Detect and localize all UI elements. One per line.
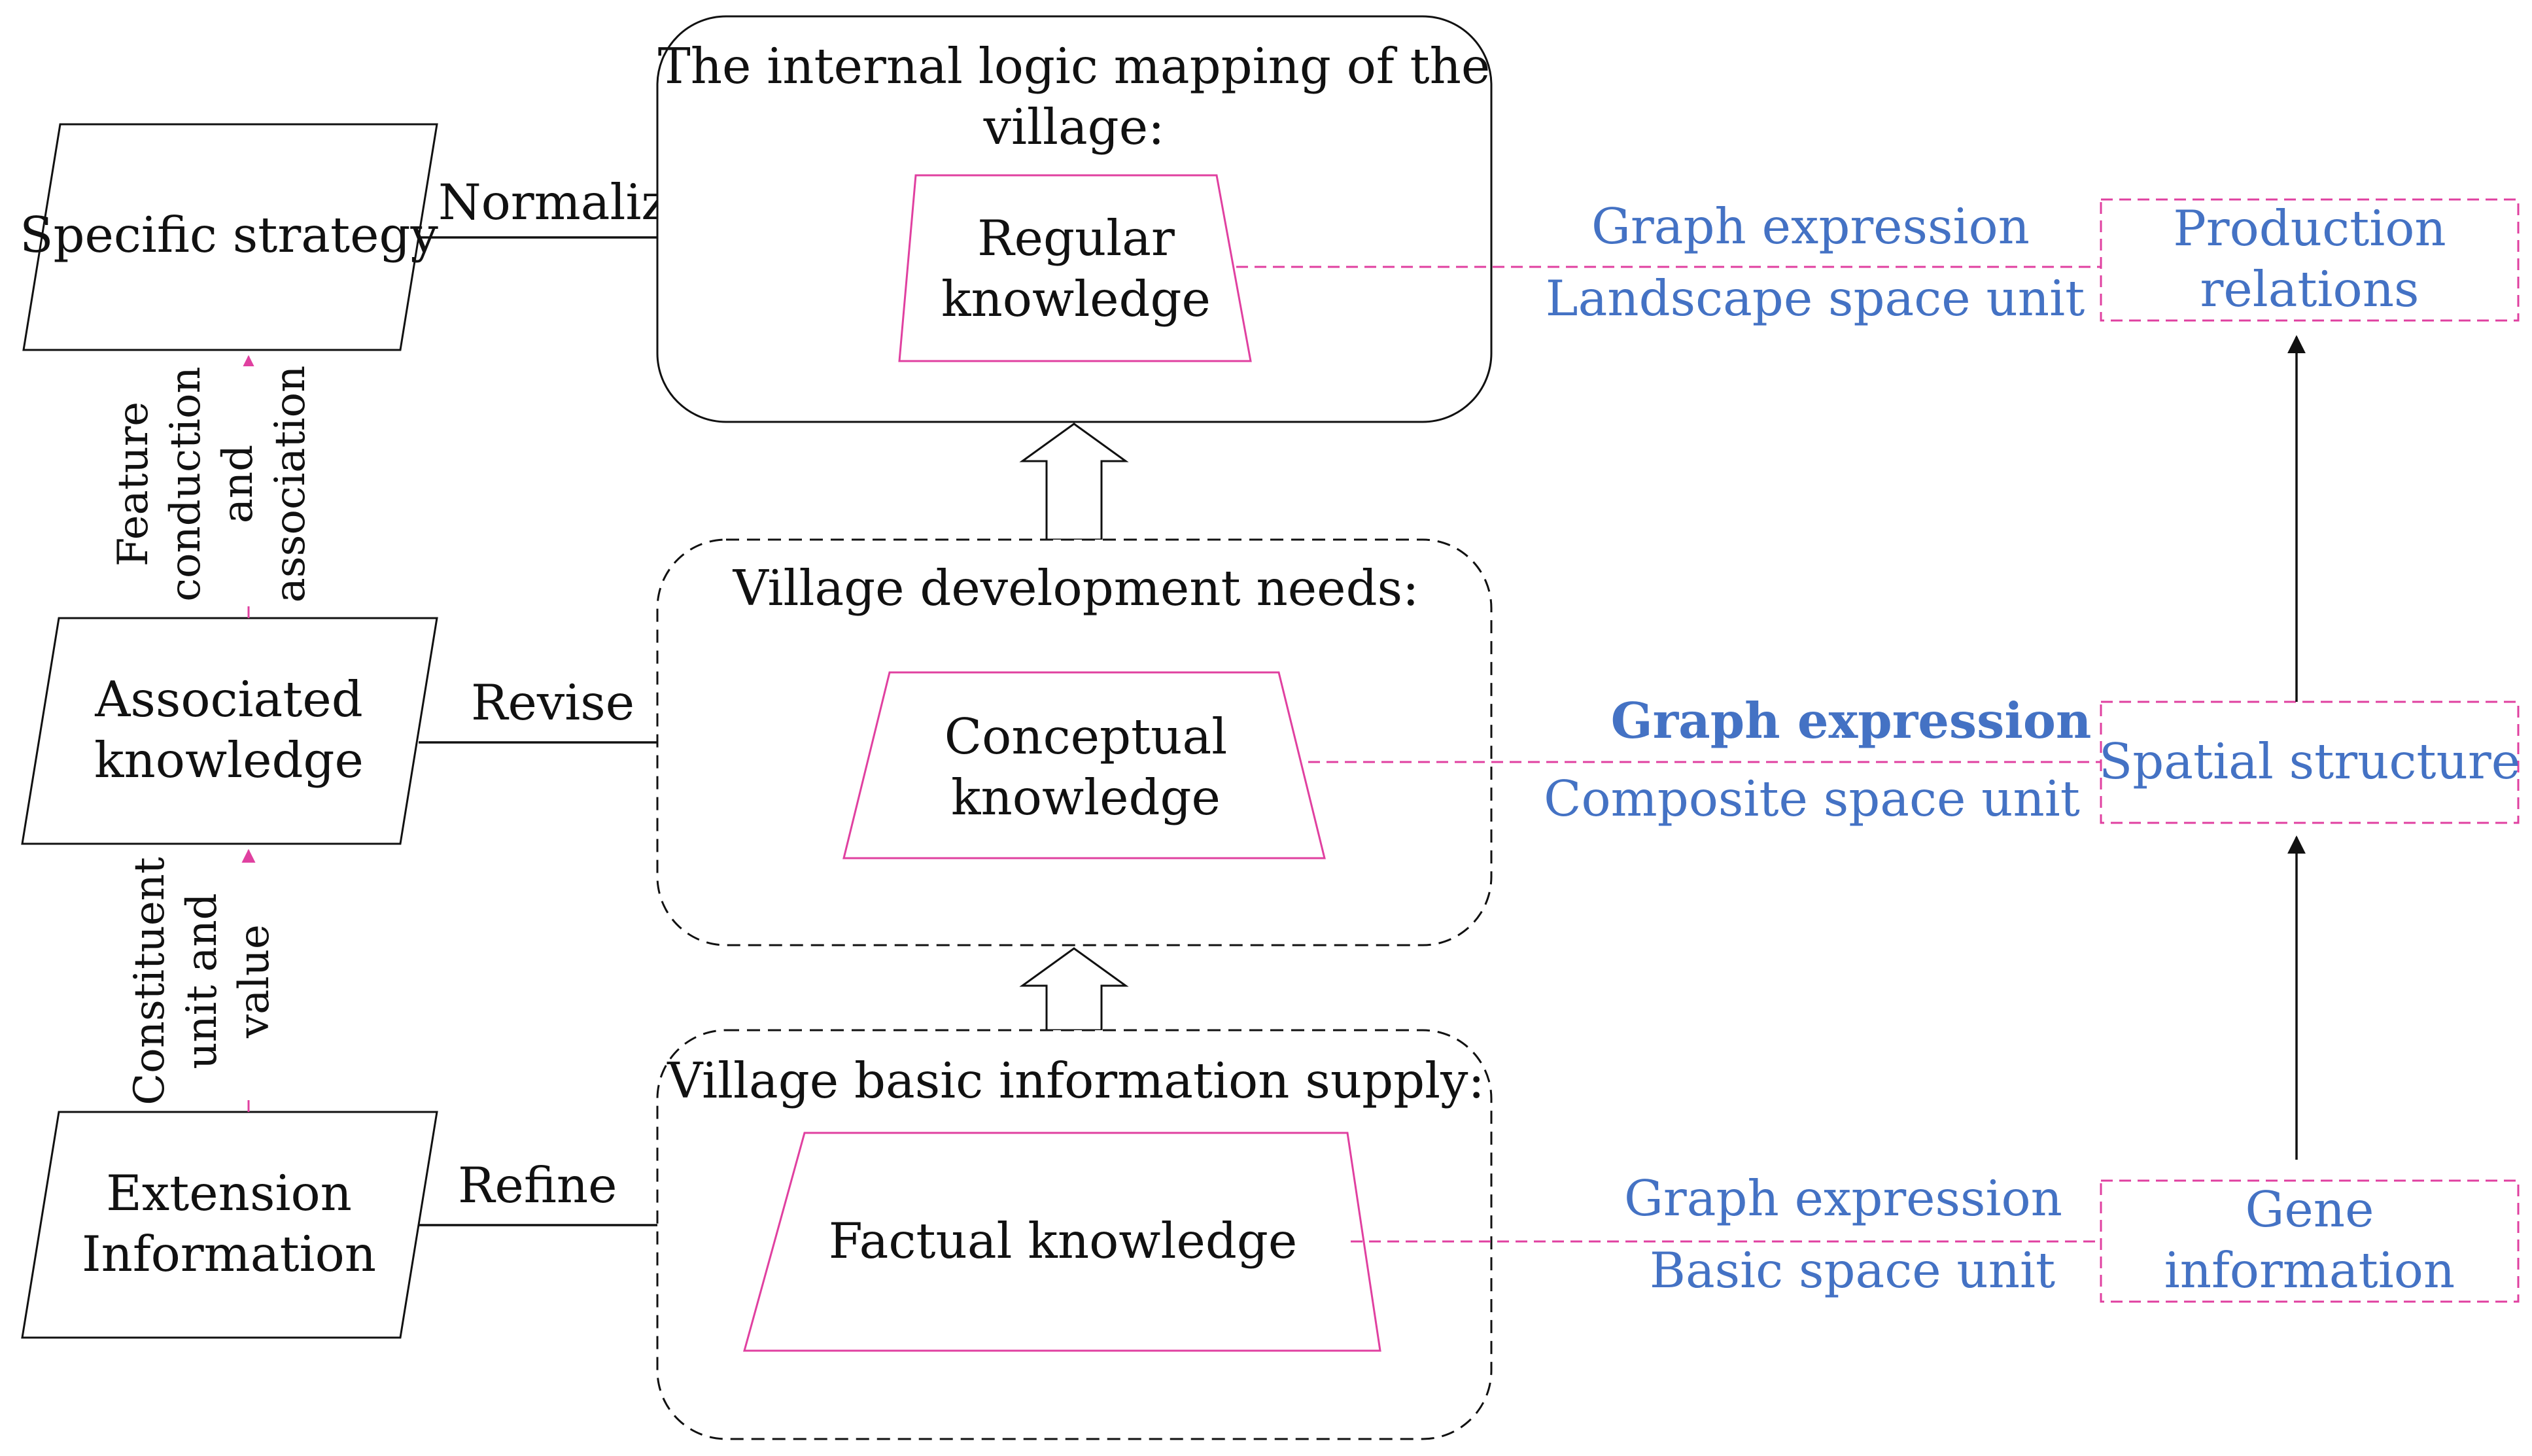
regular-knowledge-line1: Regular	[977, 209, 1175, 267]
associated-knowledge-node: Associated knowledge	[21, 617, 438, 845]
feature-link-label-line3: and	[214, 445, 262, 523]
feature-link-label-line4: association	[266, 366, 315, 603]
feature-link: Feature conduction and association	[109, 355, 321, 618]
hollow-arrow-upper	[1019, 423, 1129, 541]
connector-middle-line1: Graph expression	[1611, 692, 2092, 750]
spatial-structure-node: Spatial structure	[2099, 701, 2520, 824]
constituent-link: Constituent unit and value	[126, 848, 301, 1112]
specific-strategy-node: Specific strategy	[20, 123, 438, 351]
spatial-structure-label: Spatial structure	[2099, 733, 2520, 790]
connector-top: Graph expression Landscape space unit	[1236, 198, 2101, 327]
refine-label: Refine	[458, 1156, 617, 1214]
factual-knowledge-label: Factual knowledge	[829, 1212, 1298, 1270]
gene-information-line2: information	[2164, 1241, 2455, 1299]
extension-information-label-line1: Extension	[106, 1164, 352, 1222]
village-development-title: Village development needs:	[733, 559, 1419, 617]
village-development-box: Village development needs: Conceptual kn…	[656, 538, 1493, 946]
internal-logic-box: The internal logic mapping of the villag…	[656, 15, 1493, 423]
production-relations-line1: Production	[2173, 199, 2446, 257]
conceptual-knowledge-line1: Conceptual	[945, 708, 1227, 765]
village-basic-info-box: Village basic information supply: Factua…	[656, 1029, 1493, 1440]
village-basic-info-title: Village basic information supply:	[667, 1052, 1485, 1109]
extension-information-label-line2: Information	[82, 1225, 376, 1283]
connector-bottom: Graph expression Basic space unit	[1351, 1170, 2101, 1299]
gene-information-node: Gene information	[2100, 1179, 2520, 1303]
production-relations-node: Production relations	[2100, 198, 2520, 322]
specific-strategy-label: Specific strategy	[20, 206, 438, 264]
constituent-link-label-line3: value	[230, 924, 279, 1039]
gene-information-line1: Gene	[2246, 1181, 2374, 1238]
connector-middle-line2: Composite space unit	[1544, 770, 2080, 827]
constituent-link-label-line1: Constituent	[126, 857, 174, 1105]
connector-bottom-line1: Graph expression	[1624, 1170, 2062, 1227]
production-relations-line2: relations	[2200, 260, 2419, 318]
revise-label: Revise	[471, 674, 634, 731]
associated-knowledge-label-line2: knowledge	[94, 731, 364, 789]
internal-logic-title-line2: village:	[983, 98, 1165, 156]
feature-link-label-line2: conduction	[162, 366, 210, 602]
feature-link-label-line1: Feature	[109, 402, 158, 566]
connector-top-line2: Landscape space unit	[1546, 269, 2085, 327]
associated-knowledge-label-line1: Associated	[94, 670, 363, 728]
regular-knowledge-line2: knowledge	[941, 270, 1211, 328]
conceptual-knowledge-line2: knowledge	[951, 769, 1221, 826]
hollow-arrow-lower	[1019, 947, 1129, 1031]
constituent-link-label-line2: unit and	[178, 893, 226, 1069]
connector-middle: Graph expression Composite space unit	[1308, 692, 2101, 827]
internal-logic-title-line1: The internal logic mapping of the	[658, 37, 1491, 95]
connector-top-line1: Graph expression	[1591, 198, 2030, 255]
extension-information-node: Extension Information	[21, 1111, 438, 1339]
normalize-label: Normalize	[438, 173, 696, 231]
connector-bottom-line2: Basic space unit	[1650, 1241, 2055, 1299]
